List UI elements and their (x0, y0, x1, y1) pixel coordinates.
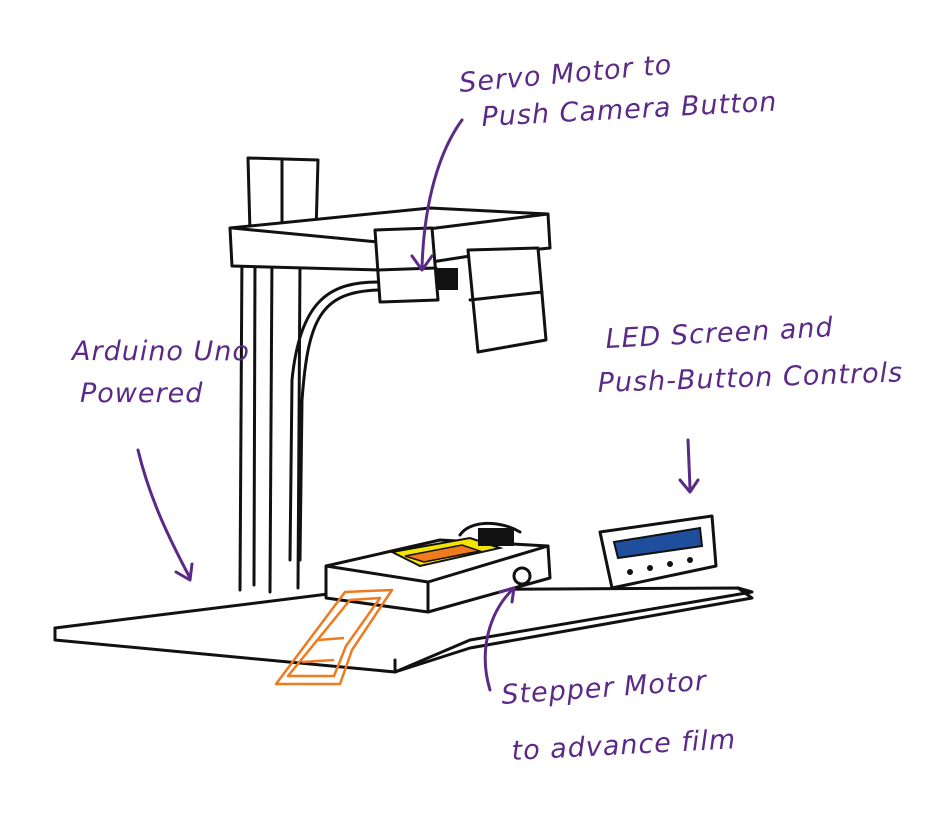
stepper-arrow (483, 588, 514, 692)
servo-label: Servo Motor to Push Camera Button (458, 49, 778, 133)
cables (288, 280, 522, 562)
led-control-box (598, 514, 718, 590)
led-label: LED Screen and Push-Button Controls (597, 312, 904, 399)
stepper-label: Stepper Motor to advance film (500, 666, 737, 767)
copy-stand-column (238, 156, 320, 594)
led-label-line1: LED Screen and (605, 312, 835, 355)
stepper-label-line1: Stepper Motor (500, 666, 708, 711)
arduino-arrow (136, 448, 192, 580)
led-arrow (686, 438, 692, 490)
servo-motor (436, 268, 458, 290)
base-board (53, 586, 754, 674)
arduino-label: Arduino Uno Powered (70, 336, 250, 409)
arduino-label-line1: Arduino Uno (70, 336, 250, 367)
led-label-line2: Push-Button Controls (597, 357, 904, 399)
arduino-label-line2: Powered (80, 378, 203, 409)
film-strip (274, 588, 394, 686)
servo-arrow (420, 118, 464, 270)
annotation-arrows (136, 118, 700, 692)
stepper-motor (478, 528, 514, 546)
servo-label-line2: Push Camera Button (481, 87, 778, 133)
film-holder (324, 528, 552, 614)
stepper-label-line2: to advance film (511, 724, 737, 767)
servo-label-line1: Servo Motor to (458, 49, 674, 99)
led-screen (612, 526, 704, 560)
